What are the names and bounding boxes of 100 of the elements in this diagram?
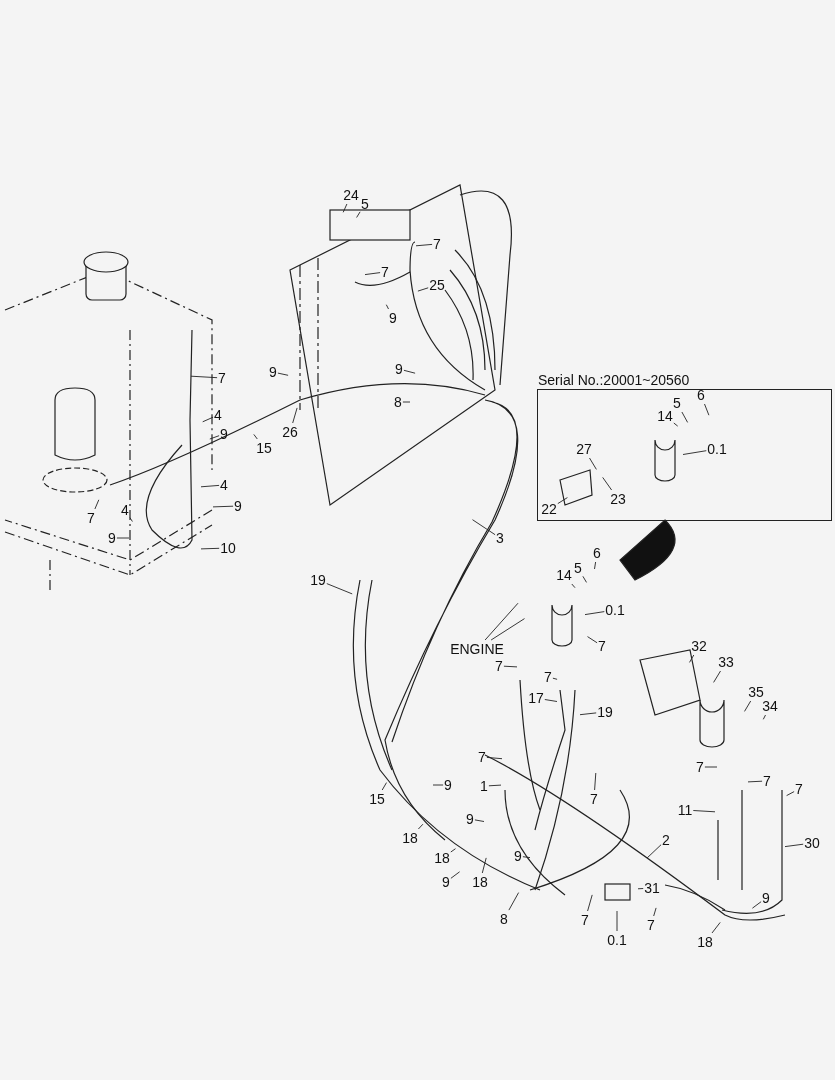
leader-line xyxy=(202,416,214,423)
leader-line xyxy=(594,561,597,570)
leader-line xyxy=(253,433,258,440)
leader-line xyxy=(417,823,424,830)
callout-number: 26 xyxy=(282,424,298,440)
callout-number: 7 xyxy=(647,917,655,933)
callout-number: 7 xyxy=(381,264,389,280)
callout-number: 7 xyxy=(696,759,704,775)
leader-line xyxy=(364,272,381,276)
leader-line xyxy=(646,844,662,859)
leader-line xyxy=(450,848,456,853)
callout-number: 33 xyxy=(718,654,734,670)
leader-line xyxy=(571,583,576,589)
callout-number: 14 xyxy=(556,567,572,583)
leader-line xyxy=(342,203,348,213)
leader-line xyxy=(784,843,804,848)
leader-line xyxy=(587,636,598,644)
leader-line xyxy=(402,401,411,403)
callout-number: 7 xyxy=(478,749,486,765)
leader-line xyxy=(116,537,130,539)
leader-line xyxy=(129,517,133,522)
callout-number: 9 xyxy=(269,364,277,380)
leader-line xyxy=(200,484,220,488)
callout-number: 9 xyxy=(444,777,452,793)
callout-number: 9 xyxy=(442,874,450,890)
callout-number: 8 xyxy=(394,394,402,410)
leader-line xyxy=(385,304,389,310)
callout-number: 0.1 xyxy=(607,932,627,948)
callout-number: 0.1 xyxy=(707,441,727,457)
callout-number: 6 xyxy=(593,545,601,561)
leader-line xyxy=(486,756,503,760)
callout-number: 15 xyxy=(256,440,272,456)
leader-line xyxy=(381,782,387,791)
leader-line xyxy=(292,407,298,424)
leader-line xyxy=(673,422,679,427)
callout-number: 9 xyxy=(514,848,522,864)
leader-line xyxy=(602,476,613,491)
leader-line xyxy=(681,411,689,423)
callout-number: 1 xyxy=(480,778,488,794)
leader-line xyxy=(682,450,707,455)
leader-line xyxy=(552,677,558,680)
callout-number: 5 xyxy=(574,560,582,576)
callout-number: 9 xyxy=(389,310,397,326)
callout-number: 6 xyxy=(697,387,705,403)
leader-line xyxy=(616,910,618,932)
leader-line xyxy=(200,547,220,550)
callout-number: 4 xyxy=(214,407,222,423)
leader-line xyxy=(481,857,487,874)
leader-line xyxy=(450,871,461,879)
callout-number: 7 xyxy=(218,370,226,386)
leader-line xyxy=(637,888,644,890)
leader-line xyxy=(653,907,657,917)
leader-line xyxy=(277,372,289,376)
callout-number: 19 xyxy=(597,704,613,720)
leader-line xyxy=(503,665,518,668)
leader-line xyxy=(522,856,531,859)
callout-number: 30 xyxy=(804,835,820,851)
callout-number: 4 xyxy=(220,477,228,493)
leader-line xyxy=(747,780,763,783)
leader-line xyxy=(692,810,716,813)
callout-number: 9 xyxy=(395,361,403,377)
callout-number: 7 xyxy=(763,773,771,789)
callout-number: 34 xyxy=(762,698,778,714)
leader-line xyxy=(356,211,361,218)
leader-line xyxy=(713,670,721,683)
callout-number: 18 xyxy=(697,934,713,950)
callout-number: 11 xyxy=(677,802,693,818)
callout-label: ENGINE xyxy=(450,641,504,657)
callout-number: 7 xyxy=(590,791,598,807)
leader-line xyxy=(488,784,502,787)
leader-line xyxy=(594,772,597,791)
callout-number: 0.1 xyxy=(605,602,625,618)
callout-number: 4 xyxy=(121,502,129,518)
callout-number: 27 xyxy=(576,441,592,457)
callout-number: 5 xyxy=(361,196,369,212)
leader-line xyxy=(508,892,520,911)
callout-number: 32 xyxy=(691,638,707,654)
callout-number: 24 xyxy=(343,187,359,203)
callout-number: 31 xyxy=(644,880,660,896)
callout-number: 22 xyxy=(541,501,557,517)
leader-line xyxy=(415,243,433,247)
callout-number: 7 xyxy=(87,510,95,526)
callout-number: 25 xyxy=(429,277,445,293)
leader-line xyxy=(544,699,558,702)
callout-number: 10 xyxy=(220,540,236,556)
leader-line xyxy=(432,784,444,786)
leader-line xyxy=(744,700,752,712)
leader-line xyxy=(751,901,762,909)
callout-number: 7 xyxy=(581,912,589,928)
callout-number: 7 xyxy=(433,236,441,252)
leader-line xyxy=(484,602,519,641)
leader-line xyxy=(786,791,795,797)
callout-number: 7 xyxy=(544,669,552,685)
leader-line xyxy=(587,894,593,912)
callout-number: 2 xyxy=(662,832,670,848)
leader-line xyxy=(557,497,568,505)
callout-number: 7 xyxy=(495,658,503,674)
callout-number: 7 xyxy=(598,638,606,654)
leader-line xyxy=(704,403,710,416)
callout-number: 14 xyxy=(657,408,673,424)
